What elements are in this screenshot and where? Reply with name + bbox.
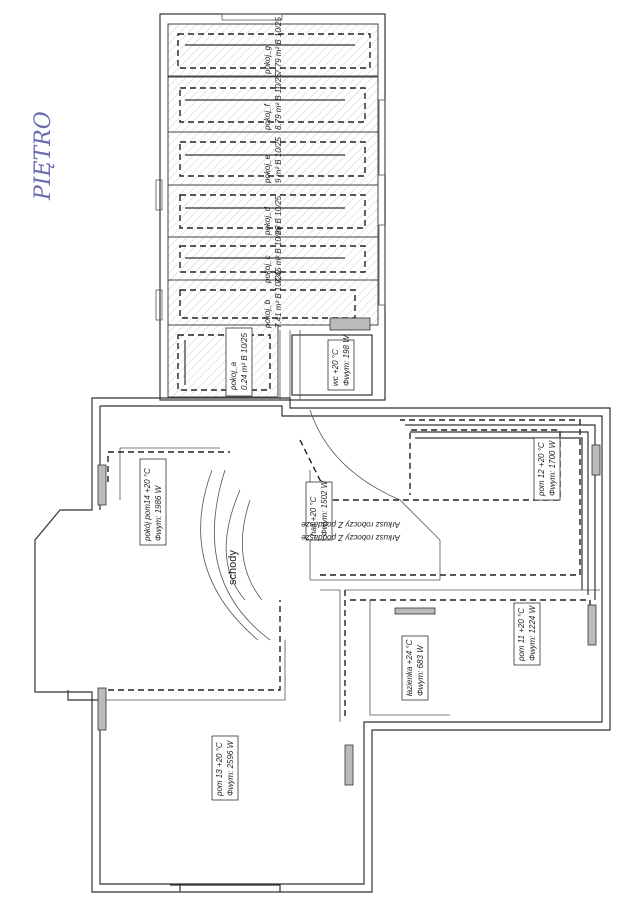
svg-text:pom 11 +20 °C: pom 11 +20 °C [517, 608, 526, 662]
svg-text:Φwym: 1986 W: Φwym: 1986 W [154, 484, 163, 541]
zone-label-c: pokoj_c 7.45 m² B 10/25 [263, 226, 283, 284]
zone-label-e: pokoj_e 9 m² B 10/25 [263, 137, 283, 184]
svg-text:Φwym: 1224 W: Φwym: 1224 W [528, 604, 537, 661]
svg-text:Φwym: 1700 W: Φwym: 1700 W [548, 439, 557, 496]
room-label-pom13: pom 13 +20 °C Φwym: 2596 W [211, 735, 239, 801]
svg-text:Φwym: 2596 W: Φwym: 2596 W [226, 739, 235, 796]
stairs-label: schody [227, 550, 239, 585]
room-label-pom11: pom 11 +20 °C Φwym: 1224 W [513, 602, 541, 666]
svg-text:pokoj_f: pokoj_f [263, 103, 272, 131]
room-label-pom12: pom 12 +20 °C Φwym: 1700 W [533, 437, 561, 501]
zone-label-a: pokoj_a 0.24 m² B 10/25 [225, 327, 253, 397]
svg-text:wc +20 °C: wc +20 °C [331, 349, 340, 386]
svg-text:Φwym: 1502 W: Φwym: 1502 W [320, 479, 329, 536]
svg-text:7.41 m² B 10/25: 7.41 m² B 10/25 [274, 271, 283, 328]
svg-text:pokoj_d: pokoj_d [263, 206, 272, 236]
zone-label-b: pokoj_b 7.41 m² B 10/25 [263, 271, 283, 329]
svg-text:Φwym: 683 W: Φwym: 683 W [416, 644, 425, 696]
svg-text:pokoj_b: pokoj_b [263, 299, 272, 329]
svg-text:0.24 m² B 10/25: 0.24 m² B 10/25 [240, 333, 249, 390]
svg-text:7.79 m² B 10/25: 7.79 m² B 10/25 [274, 17, 283, 74]
svg-text:pokoj_g: pokoj_g [263, 45, 272, 75]
svg-text:pokoj_a: pokoj_a [229, 361, 238, 391]
handwritten-title: PIĘTRO [31, 111, 56, 201]
svg-text:8.79 m² B 10/25: 8.79 m² B 10/25 [274, 73, 283, 130]
svg-text:m² B 10/25: m² B 10/25 [274, 195, 283, 235]
svg-text:pokój pom14 +20 °C: pokój pom14 +20 °C [143, 468, 152, 542]
svg-text:hall +20 °C: hall +20 °C [309, 496, 318, 536]
svg-text:pokoj_c: pokoj_c [263, 255, 272, 284]
zone-label-f: pokoj_f 8.79 m² B 10/25 [263, 73, 283, 131]
room-label-hall: hall +20 °C Φwym: 1502 W [305, 479, 333, 541]
svg-text:pom 13 +20 °C: pom 13 +20 °C [215, 742, 224, 797]
sheet-note-2: Arkusz roboczy Z poddasze [301, 520, 401, 529]
svg-text:Φwym: 198 W: Φwym: 198 W [342, 334, 351, 386]
room-label-pom14: pokój pom14 +20 °C Φwym: 1986 W [139, 458, 167, 546]
zone-label-g: pokoj_g 7.79 m² B 10/25 [263, 17, 283, 75]
svg-text:pokoj_e: pokoj_e [263, 154, 272, 184]
svg-text:7.45 m² B 10/25: 7.45 m² B 10/25 [274, 226, 283, 283]
zone-label-d: pokoj_d m² B 10/25 [263, 195, 283, 236]
svg-text:łazienka +24 °C: łazienka +24 °C [405, 639, 414, 696]
room-label-lazienka: łazienka +24 °C Φwym: 683 W [401, 635, 429, 701]
room-label-wc: wc +20 °C Φwym: 198 W [327, 334, 355, 391]
svg-text:9 m² B 10/25: 9 m² B 10/25 [274, 137, 283, 183]
lower-floor-walls [34, 397, 611, 893]
svg-text:pom 12 +20 °C: pom 12 +20 °C [537, 442, 546, 497]
sheet-note-1: Arkusz roboczy Z poddasze [301, 533, 401, 542]
floor-heating-block [155, 13, 386, 401]
